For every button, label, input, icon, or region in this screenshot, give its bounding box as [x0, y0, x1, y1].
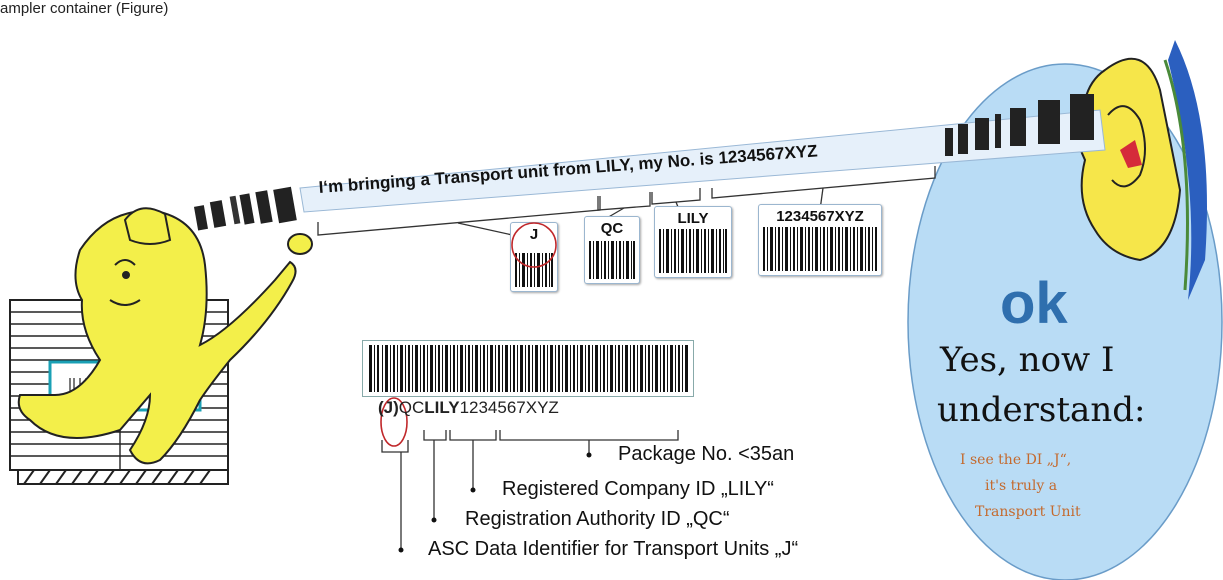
main-barcode-bars-icon: [369, 345, 688, 392]
barcode-bars-icon: [589, 241, 635, 279]
figure-caption: ampler container (Figure): [0, 0, 169, 17]
barcode-label-number: 1234567XYZ: [776, 208, 864, 225]
sound-beam: [193, 94, 1106, 231]
barcode-card-j: J: [510, 222, 558, 292]
desc-asc-di: ASC Data Identifier for Transport Units …: [428, 538, 799, 560]
code-part-qc: QC: [398, 398, 425, 417]
barcode-bars-icon: [659, 229, 727, 273]
barcode-bars-icon: [515, 253, 553, 287]
listener-line-2: understand:: [937, 390, 1146, 430]
barcode-label-j: J: [529, 226, 539, 243]
ok-label: ok: [1000, 271, 1068, 336]
listener-small-2: it's truly a: [985, 478, 1058, 494]
listener-small-3: Transport Unit: [975, 504, 1081, 520]
barcode-bars-icon: [763, 227, 877, 271]
di-circle-icon: [511, 222, 557, 268]
desc-authority-id: Registration Authority ID „QC“: [465, 508, 730, 530]
barcode-label-lily: LILY: [677, 210, 709, 227]
main-barcode-text: (J)QCLILY1234567XYZ: [378, 398, 559, 418]
barcode-label-qc: QC: [600, 220, 624, 237]
barcode-card-number: 1234567XYZ: [758, 204, 882, 276]
listener-line-1: Yes, now I: [940, 340, 1115, 380]
desc-company-id: Registered Company ID „LILY“: [502, 478, 774, 500]
code-braces: [380, 397, 679, 550]
yellow-character: [17, 207, 313, 465]
main-barcode: [362, 340, 694, 397]
desc-package-no: Package No. <35an: [618, 443, 795, 465]
barcode-card-lily: LILY: [654, 206, 732, 278]
code-part-lily: LILY: [424, 398, 460, 417]
barcode-card-qc: QC: [584, 216, 640, 284]
code-part-number: 1234567XYZ: [459, 398, 559, 417]
ear-icon: [1076, 40, 1207, 300]
code-part-di: (J): [378, 398, 399, 417]
listener-small-1: I see the DI „J“,: [960, 452, 1072, 468]
